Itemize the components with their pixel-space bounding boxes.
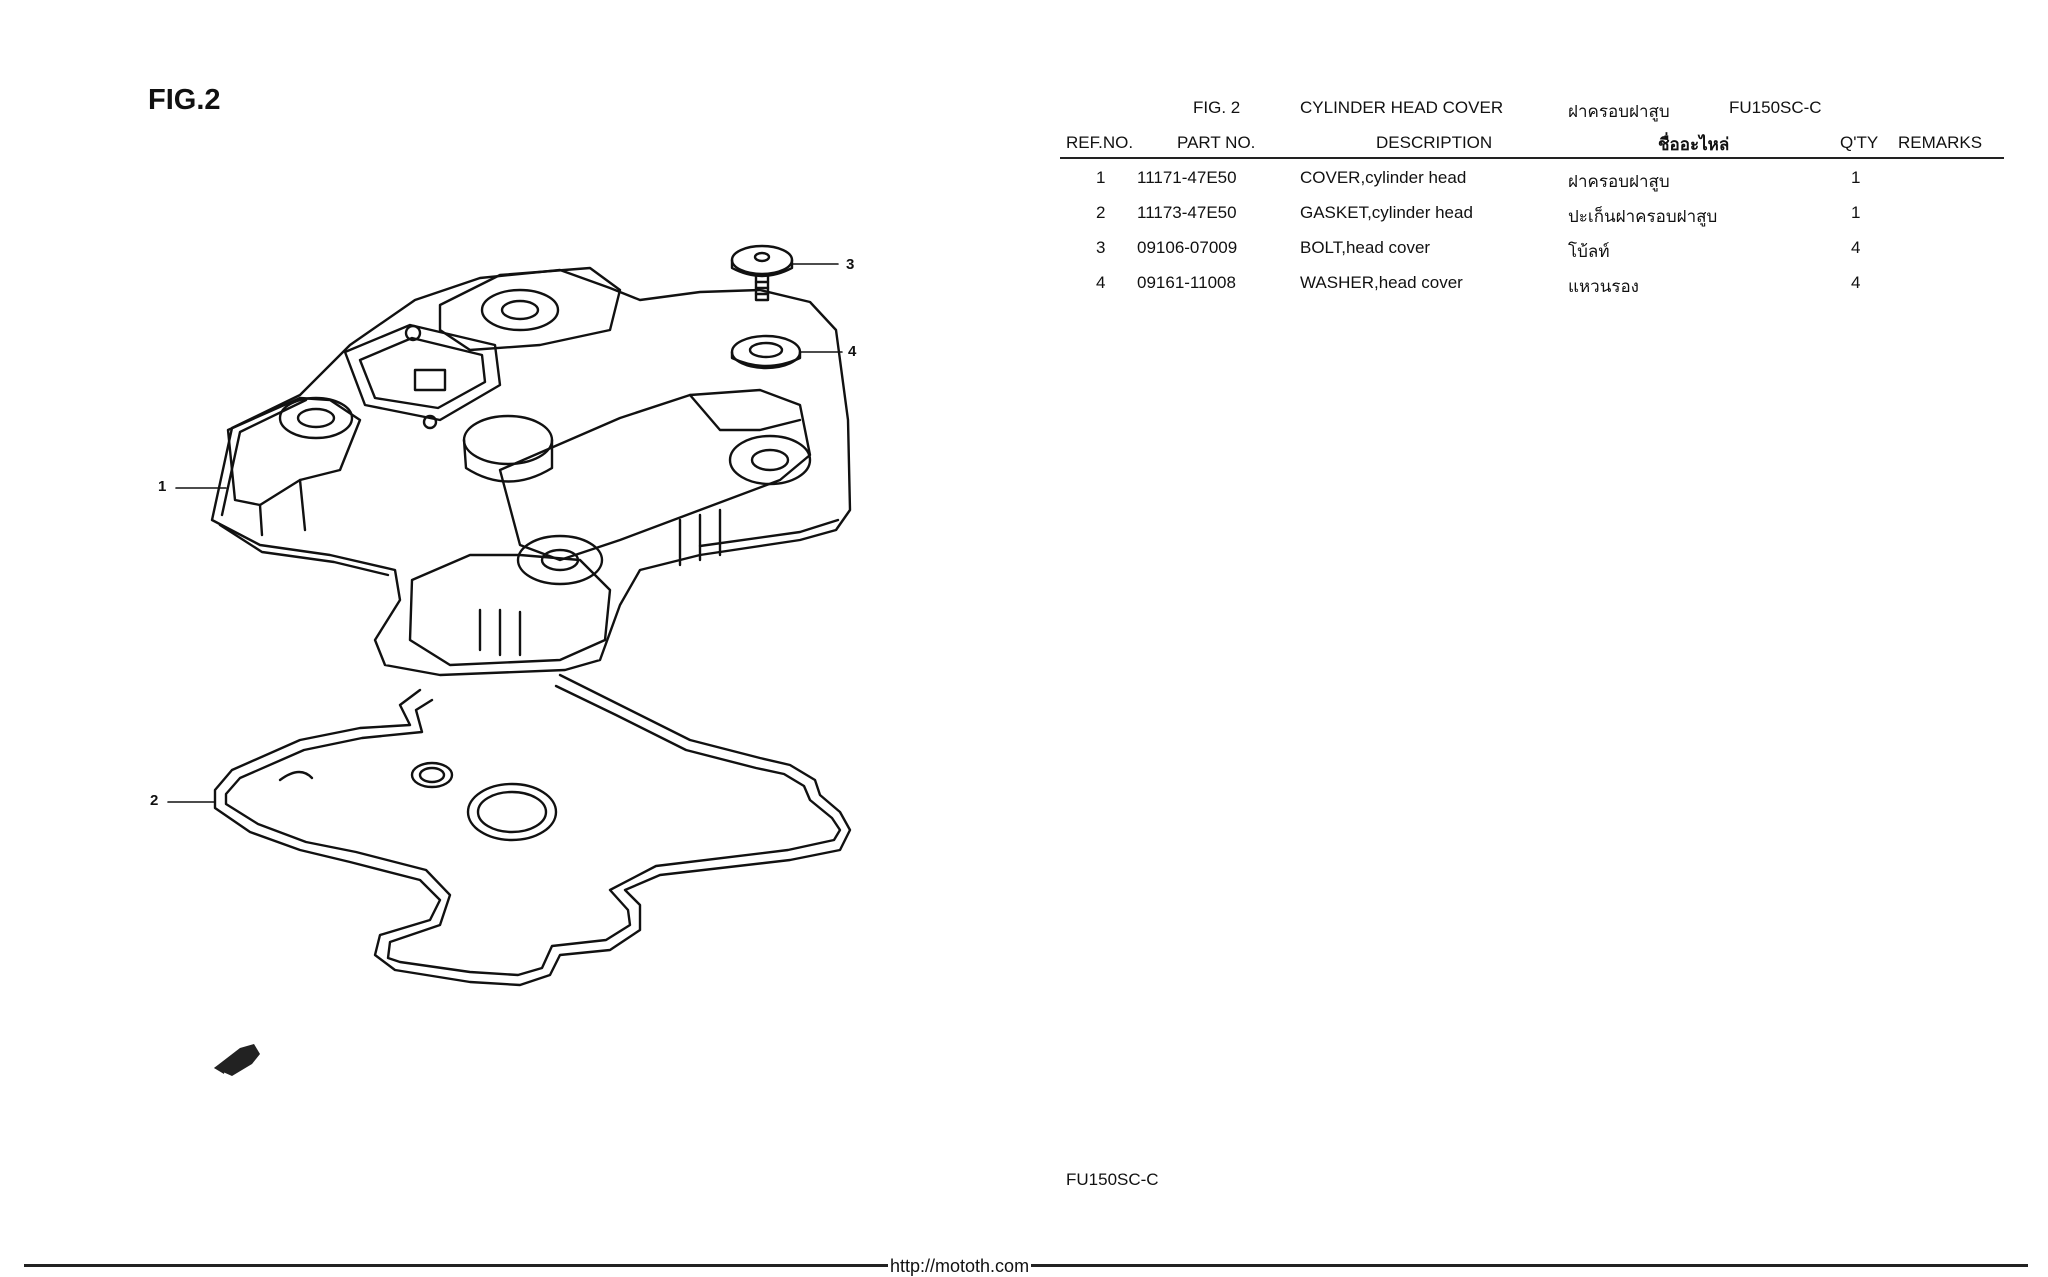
table-title-en: CYLINDER HEAD COVER: [1300, 98, 1504, 117]
table-model: FU150SC-C: [1729, 98, 1822, 117]
callout-4: 4: [848, 343, 857, 360]
table-row: 4 09161-11008 WASHER,head cover แหวนรอง …: [0, 273, 2048, 303]
table-row: 2 11173-47E50 GASKET,cylinder head ปะเก็…: [0, 203, 2048, 233]
footer-model-code: FU150SC-C: [1066, 1170, 1159, 1189]
callout-3: 3: [846, 256, 855, 273]
cylinder-head-cover-drawing: [210, 266, 852, 677]
cell-thai: ปะเก็นฝาครอบฝาสูบ: [1568, 207, 1718, 226]
cell-ref: 2: [1096, 203, 1106, 222]
cell-thai: แหวนรอง: [1568, 277, 1639, 296]
callout-1: 1: [158, 478, 167, 495]
col-header-ref: REF.NO.: [1066, 133, 1134, 152]
col-header-thai: ชื่ออะไหล่: [1658, 135, 1730, 154]
col-header-part: PART NO.: [1177, 133, 1256, 152]
cell-desc: BOLT,head cover: [1300, 238, 1431, 257]
col-header-qty: Q'TY: [1840, 133, 1879, 152]
figure-title: FIG.2: [148, 84, 221, 116]
cell-desc: GASKET,cylinder head: [1300, 203, 1473, 222]
fwd-arrow-icon: [214, 1044, 260, 1076]
cell-ref: 4: [1096, 273, 1106, 292]
table-header-rule: [1060, 157, 2004, 159]
cell-ref: 1: [1096, 168, 1106, 187]
cell-ref: 3: [1096, 238, 1106, 257]
washer-drawing: [730, 334, 802, 370]
cell-part: 09161-11008: [1137, 273, 1236, 292]
callout-2: 2: [150, 792, 159, 809]
table-fig-label: FIG. 2: [1193, 98, 1241, 117]
table-row: 1 11171-47E50 COVER,cylinder head ฝาครอบ…: [0, 168, 2048, 198]
table-title-th: ฝาครอบฝาสูบ: [1568, 102, 1670, 121]
footer-url-link[interactable]: http://mototh.com: [888, 1256, 1032, 1277]
cylinder-head-gasket-drawing: [213, 673, 852, 987]
col-header-desc: DESCRIPTION: [1376, 133, 1493, 152]
cell-qty: 1: [1851, 203, 1861, 222]
cell-desc: WASHER,head cover: [1300, 273, 1463, 292]
cell-part: 11171-47E50: [1137, 168, 1237, 187]
bolt-drawing: [730, 244, 794, 302]
table-row: 3 09106-07009 BOLT,head cover โบ้ลท์ 4: [0, 238, 2048, 268]
cell-part: 11173-47E50: [1137, 203, 1237, 222]
cell-desc: COVER,cylinder head: [1300, 168, 1467, 187]
cell-thai: ฝาครอบฝาสูบ: [1568, 172, 1670, 191]
cell-qty: 1: [1851, 168, 1861, 187]
cell-qty: 4: [1851, 273, 1861, 292]
cell-part: 09106-07009: [1137, 238, 1238, 257]
cell-qty: 4: [1851, 238, 1861, 257]
col-header-remarks: REMARKS: [1898, 133, 1983, 152]
parts-diagram: [167, 244, 852, 1076]
cell-thai: โบ้ลท์: [1568, 242, 1610, 261]
